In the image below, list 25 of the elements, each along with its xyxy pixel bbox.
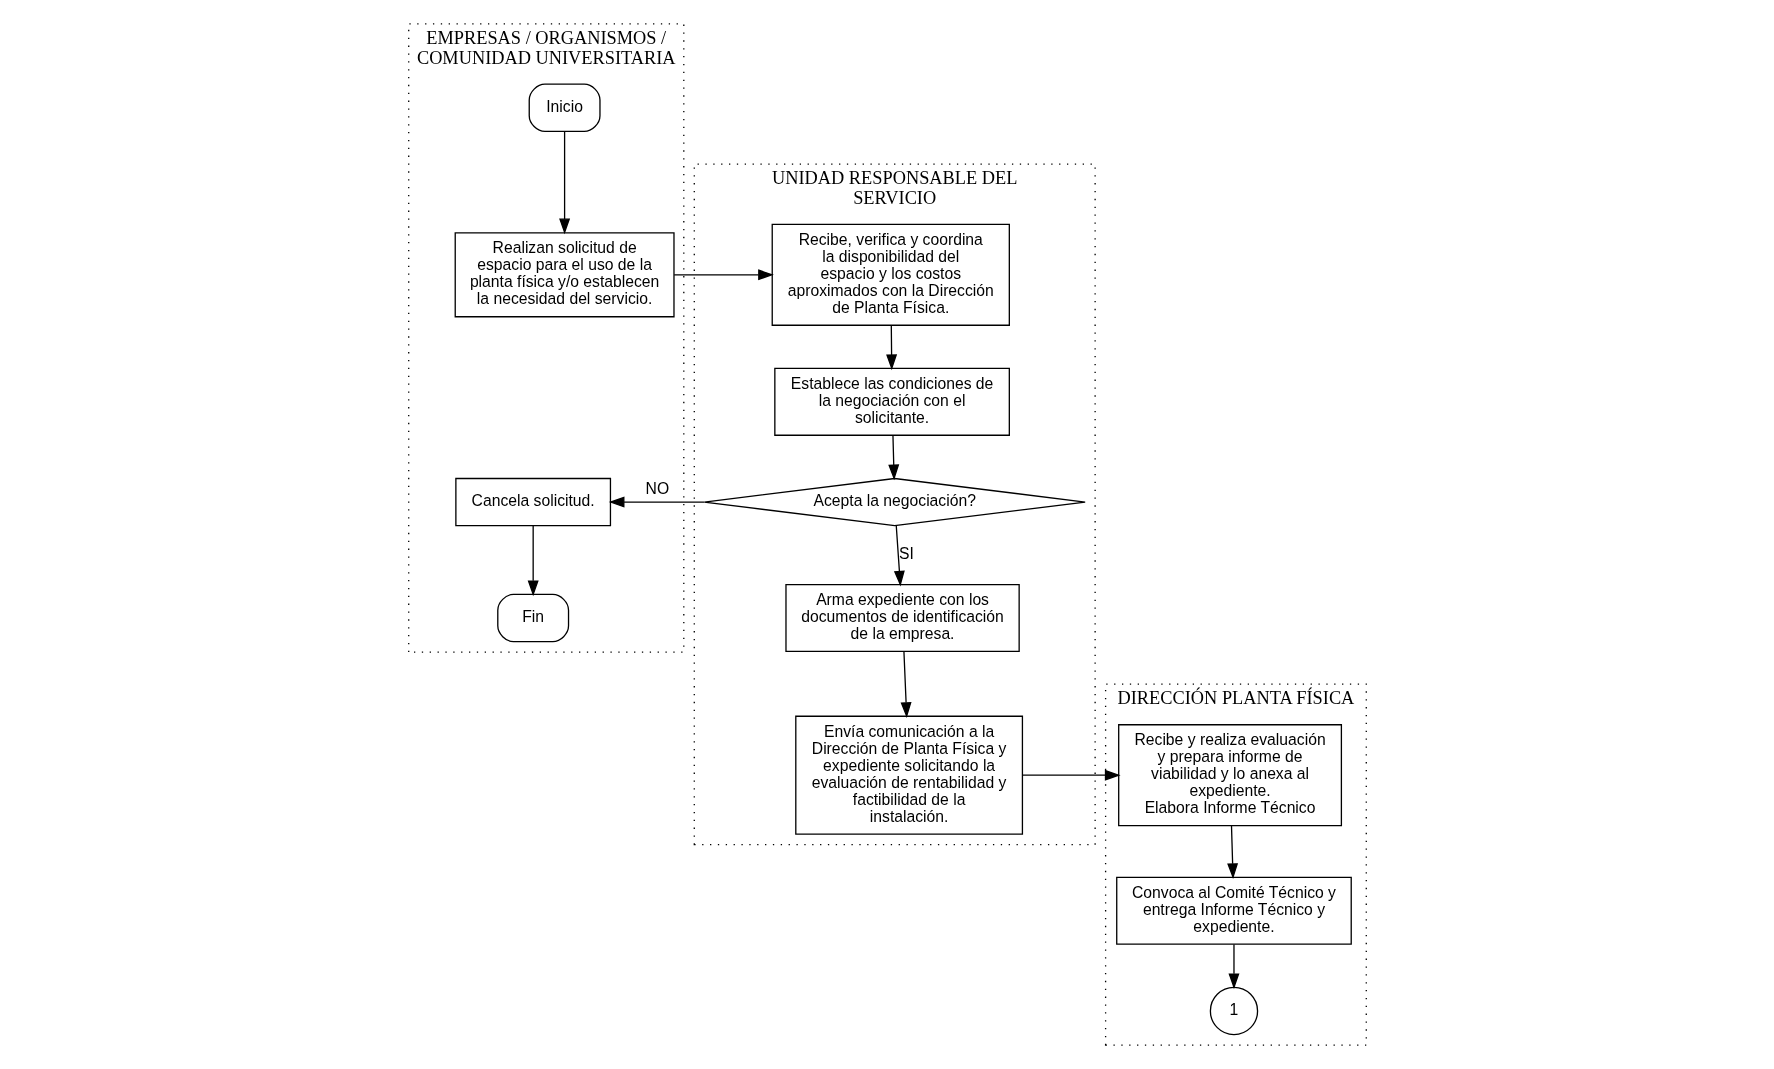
node-circle: 1 [1209,986,1258,1036]
node-box: Envía comunicación a la Dirección de Planta Física y expediente solicitando la evaluación de rentabilidad y factibilidad de la instalación. [794,715,1023,835]
arrow [608,496,705,508]
node-box: Establece las condiciones de la negociación con el solicitante. [773,367,1010,436]
node-box: Convoca al Comité Técnico y entrega Informe Técnico y expediente. [1115,876,1352,945]
node-box: Realizan solicitud de espacio para el uso de la planta física y/o establecen la necesidad del servicio. [454,232,675,318]
node-box: Fin [496,593,569,643]
arrow [885,324,897,371]
node-diamond: Acepta la negociación? [703,477,1086,527]
edge-label: SI [898,545,914,563]
arrow [558,130,570,235]
arrow [527,525,539,597]
edge-label: NO [645,479,669,497]
arrow [1226,825,1238,880]
node-box: Recibe y realiza evaluación y prepara informe de viabilidad y lo anexa al expediente. Elabora Informe Técnico [1117,724,1342,827]
arrow [673,269,774,281]
arrow [1227,943,1239,990]
node-box: Cancela solicitud. [454,477,611,527]
node-box: Inicio [528,83,601,133]
node-box: Recibe, verifica y coordina la disponibilidad del espacio y los costos aproximados con la Dirección de Planta Física. [771,223,1010,326]
arrow [893,525,905,587]
arrow [900,651,912,718]
arrow [1021,769,1121,781]
arrow [887,435,899,481]
node-box: Arma expediente con los documentos de identificación de la empresa. [784,583,1020,653]
